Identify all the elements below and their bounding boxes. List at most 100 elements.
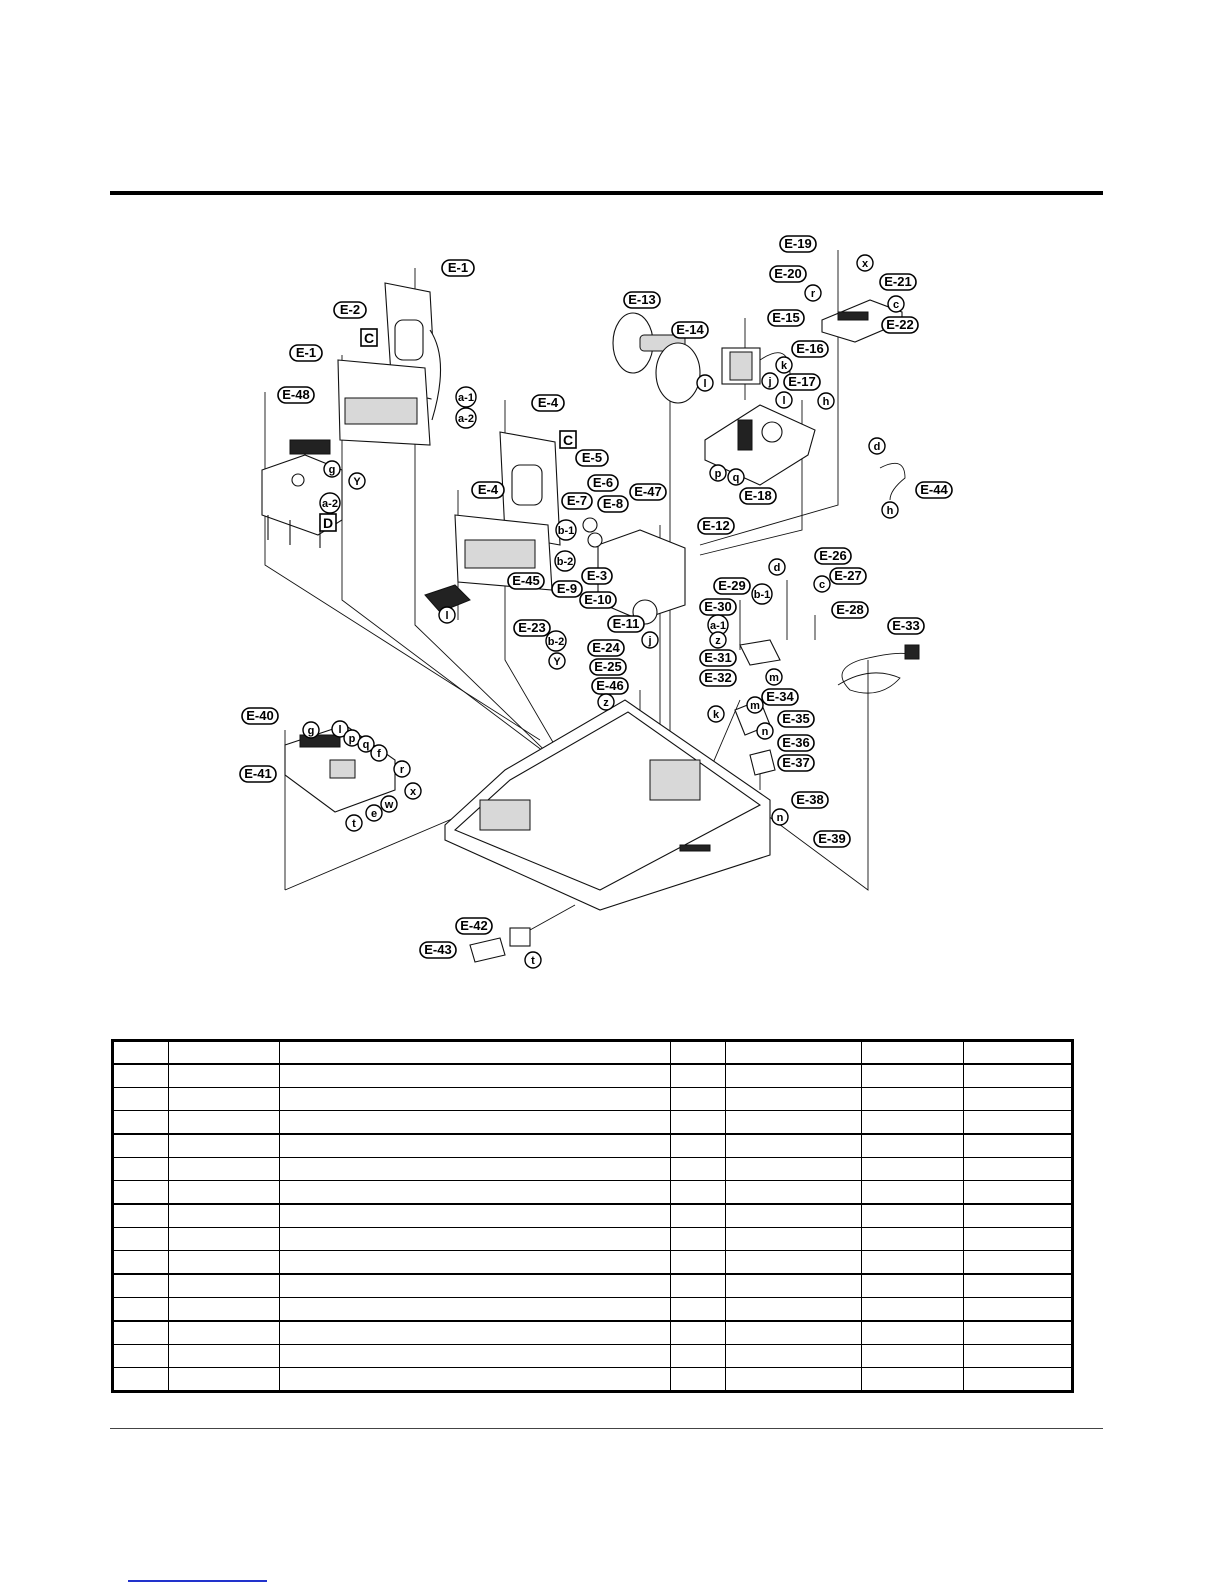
svg-text:j: j <box>767 376 771 388</box>
label-E-36: E-36 <box>777 734 815 752</box>
label-E-43: E-43 <box>419 941 457 959</box>
table-cell <box>112 1249 169 1275</box>
power-cord <box>837 644 920 694</box>
column-header <box>112 1040 169 1065</box>
table-cell <box>670 1226 726 1251</box>
svg-text:l: l <box>445 610 448 622</box>
table-cell <box>861 1343 964 1368</box>
table-cell <box>963 1087 1073 1111</box>
table-cell <box>861 1133 964 1158</box>
table-cell <box>279 1203 671 1228</box>
table-cell <box>670 1343 726 1368</box>
svg-text:E-34: E-34 <box>766 689 794 704</box>
svg-text:E-6: E-6 <box>593 475 613 490</box>
label-E-31: E-31 <box>699 649 737 667</box>
label-E-23: E-23 <box>513 619 551 637</box>
label-E-18: E-18 <box>739 487 777 505</box>
table-cell <box>670 1296 726 1322</box>
table-cell <box>112 1179 169 1205</box>
cable-right <box>879 462 906 501</box>
table-cell <box>168 1179 280 1205</box>
table-cell <box>963 1179 1073 1205</box>
svg-text:E-9: E-9 <box>557 581 577 596</box>
header-rule <box>110 191 1103 195</box>
svg-text:z: z <box>603 697 609 709</box>
svg-text:E-23: E-23 <box>518 620 545 635</box>
label-E-16: E-16 <box>791 340 829 358</box>
svg-text:E-45: E-45 <box>512 573 539 588</box>
table-row <box>112 1249 1073 1275</box>
table-cell <box>279 1109 671 1135</box>
svg-text:g: g <box>308 725 315 737</box>
table-cell <box>279 1063 671 1088</box>
svg-text:p: p <box>715 468 722 480</box>
svg-text:q: q <box>363 739 370 751</box>
svg-text:E-3: E-3 <box>587 568 607 583</box>
table-cell <box>168 1343 280 1368</box>
table-cell <box>168 1273 280 1298</box>
table-cell <box>861 1226 964 1251</box>
svg-text:E-17: E-17 <box>788 374 815 389</box>
table-row <box>112 1273 1073 1298</box>
label-E-19: E-19 <box>779 235 817 253</box>
column-header <box>963 1040 1073 1065</box>
svg-text:E-44: E-44 <box>920 482 948 497</box>
table-row <box>112 1226 1073 1251</box>
svg-text:E-21: E-21 <box>884 274 911 289</box>
table-cell <box>112 1203 169 1228</box>
svg-text:a-2: a-2 <box>322 498 338 510</box>
footer-link-underline[interactable] <box>128 1580 267 1582</box>
table-cell <box>725 1109 862 1135</box>
table-cell <box>963 1133 1073 1158</box>
interface-connector <box>469 927 531 963</box>
table-cell <box>279 1249 671 1275</box>
label-E-48: E-48 <box>277 386 315 404</box>
svg-text:E-2: E-2 <box>340 302 360 317</box>
svg-text:z: z <box>715 635 721 647</box>
table-cell <box>670 1133 726 1158</box>
table-cell <box>168 1203 280 1228</box>
svg-text:E-33: E-33 <box>892 618 919 633</box>
label-E-47: E-47 <box>629 483 667 501</box>
svg-text:E-14: E-14 <box>676 322 704 337</box>
svg-text:Y: Y <box>353 476 361 488</box>
svg-text:E-41: E-41 <box>244 766 271 781</box>
table-cell <box>670 1156 726 1181</box>
svg-text:x: x <box>410 786 417 798</box>
svg-text:w: w <box>384 799 394 811</box>
svg-text:t: t <box>352 818 356 830</box>
table-row <box>112 1087 1073 1111</box>
table-cell <box>670 1063 726 1088</box>
power-board <box>704 404 816 486</box>
table-cell <box>725 1343 862 1368</box>
main-logic-board <box>284 724 396 813</box>
table-cell <box>861 1156 964 1181</box>
svg-text:c: c <box>819 579 825 591</box>
svg-text:g: g <box>329 464 336 476</box>
svg-text:k: k <box>713 709 720 721</box>
svg-text:t: t <box>531 955 535 967</box>
label-E-12: E-12 <box>697 517 735 535</box>
svg-text:E-15: E-15 <box>772 310 799 325</box>
table-cell <box>861 1179 964 1205</box>
svg-text:E-42: E-42 <box>460 918 487 933</box>
table-cell <box>168 1249 280 1275</box>
table-cell <box>168 1156 280 1181</box>
table-cell <box>279 1156 671 1181</box>
svg-text:E-20: E-20 <box>774 266 801 281</box>
svg-text:C: C <box>364 330 374 346</box>
svg-text:j: j <box>647 635 651 647</box>
svg-text:E-5: E-5 <box>582 450 602 465</box>
table-row <box>112 1296 1073 1322</box>
svg-text:E-29: E-29 <box>718 578 745 593</box>
svg-text:C: C <box>563 432 573 448</box>
table-row <box>112 1063 1073 1088</box>
svg-text:b-2: b-2 <box>548 636 565 648</box>
table-cell <box>670 1273 726 1298</box>
svg-text:E-1: E-1 <box>296 345 316 360</box>
label-E-7: E-7 <box>561 492 593 510</box>
table-cell <box>725 1366 862 1393</box>
table-cell <box>861 1109 964 1135</box>
label-E-15: E-15 <box>767 309 805 327</box>
label-E-8: E-8 <box>597 495 629 513</box>
